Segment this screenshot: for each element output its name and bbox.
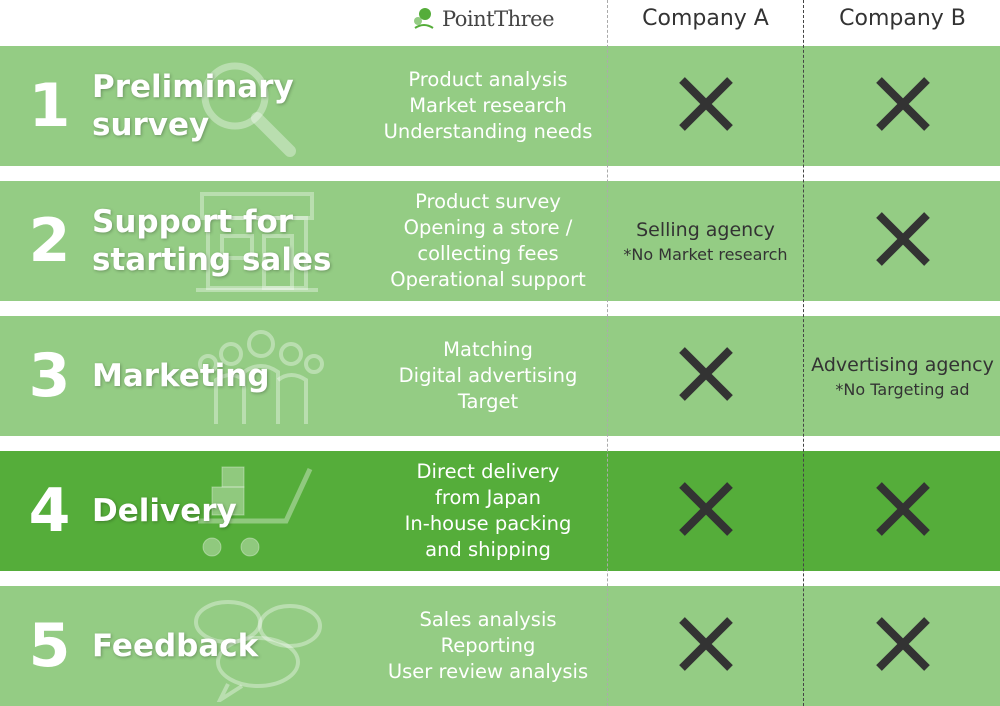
service-label: Advertising agency xyxy=(811,354,994,376)
row-title-line: Support for xyxy=(92,204,294,240)
row-number: 2 xyxy=(28,206,71,276)
description-line: Reporting xyxy=(440,634,536,657)
row-number: 1 xyxy=(28,71,71,141)
shopping-cart-icon xyxy=(190,459,320,573)
row-title: Marketing xyxy=(92,316,342,436)
row-number: 4 xyxy=(28,476,71,546)
row-number: 3 xyxy=(28,341,71,411)
row-background xyxy=(0,181,1000,301)
company-b-cell: Advertising agency *No Targeting ad xyxy=(805,316,1000,436)
description-line: Understanding needs xyxy=(383,120,593,143)
row-title-line: survey xyxy=(92,107,210,143)
row-title-line: Preliminary xyxy=(92,69,294,105)
row-title-line: Feedback xyxy=(92,628,259,664)
description-line: Matching xyxy=(443,338,533,361)
service-label: Selling agency xyxy=(636,219,775,241)
people-group-icon xyxy=(196,324,326,438)
column-header-company-b: Company B xyxy=(839,6,966,31)
description-line: Digital advertising xyxy=(398,364,578,387)
company-a-cell: Selling agency *No Market research xyxy=(608,181,803,301)
description-line: from Japan xyxy=(435,486,541,509)
description-line: User review analysis xyxy=(387,660,589,683)
speech-bubbles-icon xyxy=(188,592,328,706)
leaf-icon xyxy=(412,6,436,32)
cross-icon xyxy=(676,74,736,138)
company-b-cell xyxy=(805,586,1000,706)
service-note: *No Targeting ad xyxy=(835,380,970,399)
table-header: PointThree Company A Company B xyxy=(0,0,1000,46)
column-divider-b xyxy=(803,0,804,706)
pointthree-logo: PointThree xyxy=(412,4,572,34)
company-b-cell xyxy=(805,181,1000,301)
description-line: collecting fees xyxy=(417,242,559,265)
description-line: Target xyxy=(457,390,519,413)
row-title-line: Marketing xyxy=(92,358,270,394)
company-a-cell xyxy=(608,586,803,706)
column-header-company-a: Company A xyxy=(642,6,769,31)
company-a-cell xyxy=(608,316,803,436)
description-line: Sales analysis xyxy=(419,608,557,631)
description-line: Opening a store / xyxy=(403,216,573,239)
description-line: Product survey xyxy=(415,190,561,213)
description-line: Operational support xyxy=(390,268,586,291)
row-number: 5 xyxy=(28,611,71,681)
row-background xyxy=(0,586,1000,706)
description-line: and shipping xyxy=(425,538,551,561)
cross-icon xyxy=(873,614,933,678)
row-title: Feedback xyxy=(92,586,342,706)
cross-icon xyxy=(873,209,933,273)
row-background xyxy=(0,46,1000,166)
storefront-icon xyxy=(192,186,322,300)
company-a-cell xyxy=(608,46,803,166)
column-divider-a xyxy=(607,0,608,706)
service-note: *No Market research xyxy=(623,245,788,264)
cross-icon xyxy=(873,479,933,543)
description-line: Direct delivery xyxy=(416,460,560,483)
description-line: In-house packing xyxy=(404,512,572,535)
cross-icon xyxy=(676,479,736,543)
row-title: Delivery xyxy=(92,451,342,571)
cross-icon xyxy=(676,614,736,678)
row-background xyxy=(0,451,1000,571)
row-background xyxy=(0,316,1000,436)
row-title-line: starting sales xyxy=(92,242,332,278)
company-a-cell xyxy=(608,451,803,571)
cross-icon xyxy=(873,74,933,138)
logo-text: PointThree xyxy=(442,7,555,31)
magnifier-icon xyxy=(190,51,300,165)
cross-icon xyxy=(676,344,736,408)
row-title-line: Delivery xyxy=(92,493,237,529)
company-b-cell xyxy=(805,46,1000,166)
company-b-cell xyxy=(805,451,1000,571)
description-line: Product analysis xyxy=(408,68,568,91)
description-line: Market research xyxy=(409,94,567,117)
